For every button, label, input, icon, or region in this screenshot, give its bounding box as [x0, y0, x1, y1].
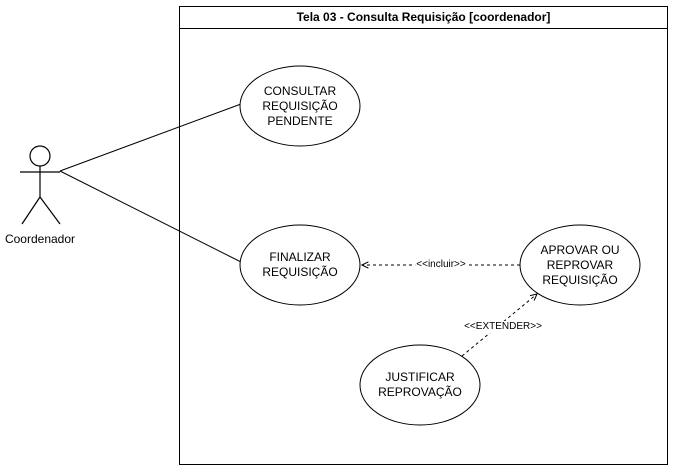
system-title: Tela 03 - Consulta Requisição [coordenad…	[296, 10, 551, 24]
usecase-justificar-label: JUSTIFICAR REPROVAÇÃO	[378, 370, 462, 399]
usecase-finalizar[interactable]: FINALIZAR REQUISIÇÃO	[240, 225, 360, 305]
actor-name: Coordenador	[4, 232, 76, 246]
association-consultar	[59, 103, 242, 172]
usecase-aprovar[interactable]: APROVAR OU REPROVAR REQUISIÇÃO	[520, 225, 640, 305]
usecase-justificar-ellipse[interactable]	[359, 344, 481, 426]
usecase-finalizar-label: FINALIZAR REQUISIÇÃO	[262, 250, 338, 279]
usecase-finalizar-ellipse[interactable]	[239, 224, 361, 306]
actor-right-leg	[39, 196, 61, 225]
association-finalizar	[59, 170, 242, 263]
actor-figure[interactable]	[20, 145, 61, 225]
actor-left-leg	[21, 196, 41, 225]
extend-label: <<EXTENDER>>	[463, 321, 543, 333]
usecase-aprovar-label: APROVAR OU REPROVAR REQUISIÇÃO	[540, 242, 620, 287]
usecase-justificar[interactable]: JUSTIFICAR REPROVAÇÃO	[360, 345, 480, 425]
usecase-consultar-ellipse[interactable]	[239, 65, 361, 147]
actor-head	[29, 145, 51, 167]
usecase-consultar[interactable]: CONSULTAR REQUISIÇÃO PENDENTE	[240, 66, 360, 146]
include-label: <<incluir>>	[415, 259, 467, 271]
usecase-consultar-label: CONSULTAR REQUISIÇÃO PENDENTE	[262, 83, 338, 128]
